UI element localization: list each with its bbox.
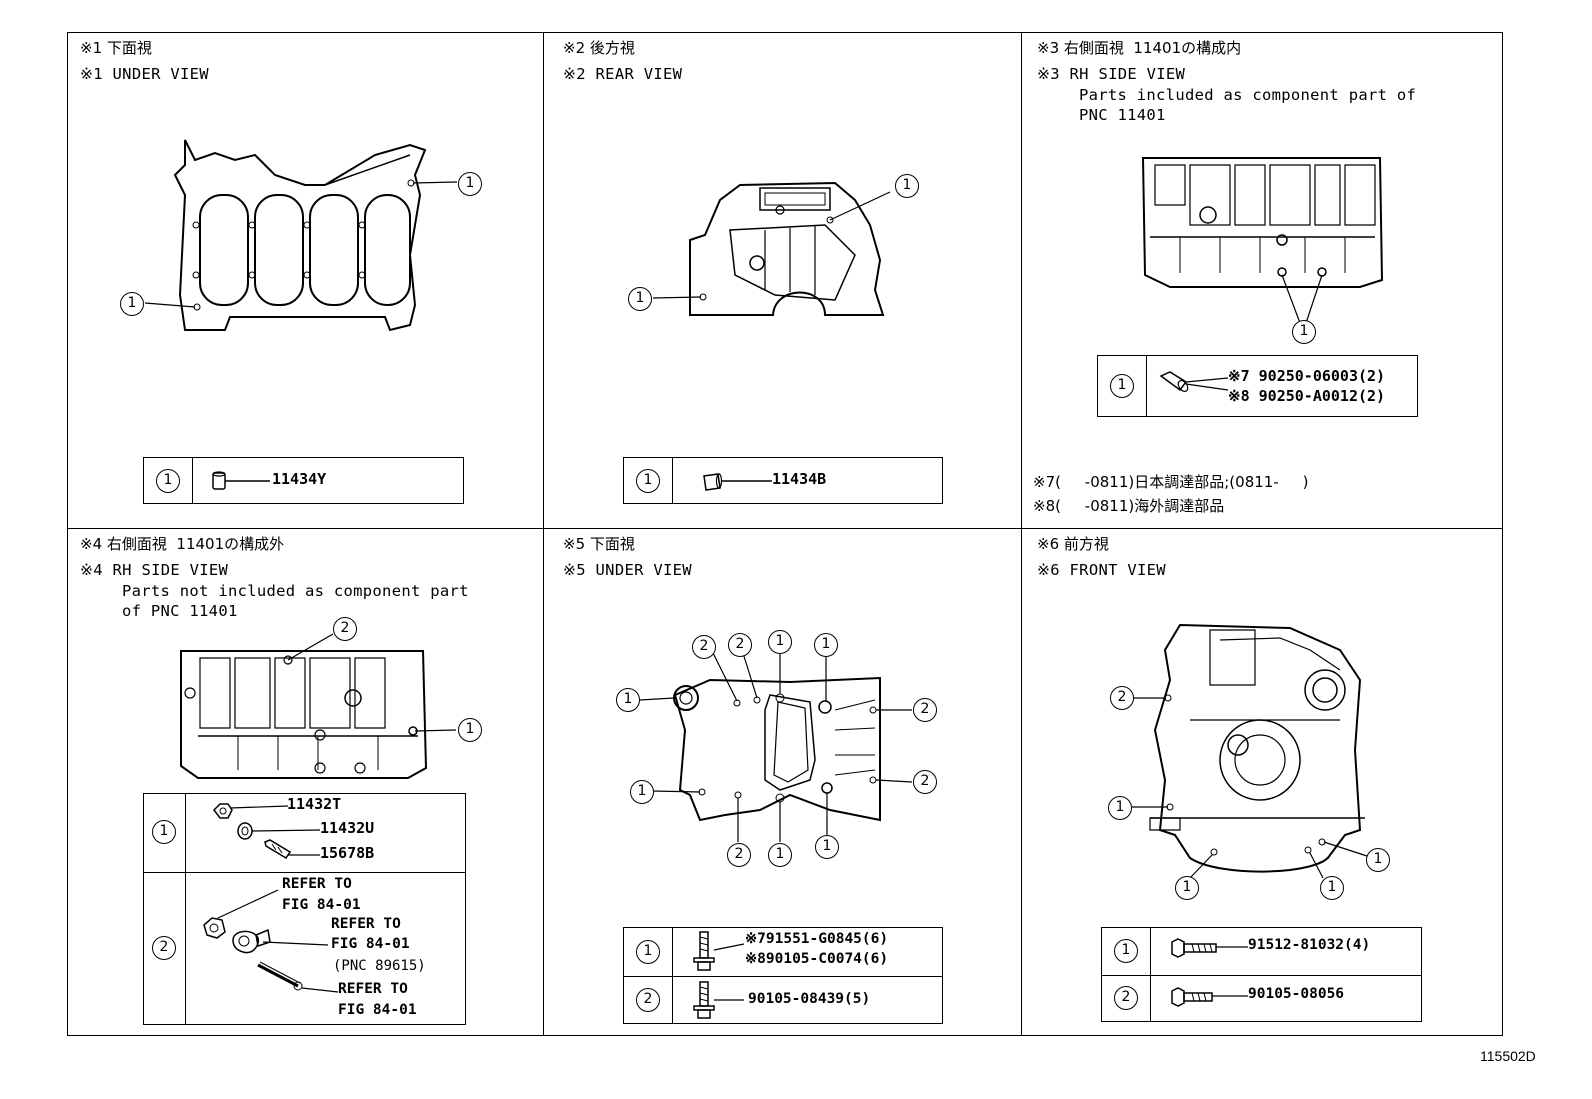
panel3-title-jp: ※3 右側面視 11401の構成内 (1037, 39, 1242, 57)
panel2-title-jp: ※2 後方視 (563, 39, 635, 57)
panel5-table-callout-1: 1 (636, 940, 660, 964)
panel4-part-11432U: 11432U (320, 819, 375, 837)
panel5-title-en: ※5 UNDER VIEW (563, 561, 692, 579)
panel4-refer1-line1: REFER TO (282, 876, 352, 892)
panel5-callout-2a: 2 (692, 635, 716, 659)
panel4-refer2-line3: (PNC 89615) (333, 958, 426, 974)
panel5-title-jp: ※5 下面視 (563, 535, 635, 553)
panel6-part-number-b: 90105-08056 (1248, 986, 1345, 1002)
panel5-table-callout-2: 2 (636, 988, 660, 1012)
divider-horizontal (67, 528, 1503, 529)
panel5-part-number-a: ※791551-G0845(6) (745, 931, 889, 947)
panel6-callout-1a: 1 (1108, 796, 1132, 820)
panel4-parts-table (143, 793, 466, 1025)
panel3-footnote-7: ※7( -0811)日本調達部品;(0811- ) (1033, 473, 1309, 491)
panel6-title-en: ※6 FRONT VIEW (1037, 561, 1166, 579)
panel3-table-callout-1: 1 (1110, 374, 1134, 398)
plug-icon (210, 470, 270, 492)
panel1-part-number: 11434Y (272, 470, 327, 488)
panel1-title-jp: ※1 下面視 (80, 39, 152, 57)
panel2-callout-1a: 1 (895, 174, 919, 198)
panel2-table-callout-1: 1 (636, 469, 660, 493)
hex-bolt-icon-1 (1168, 936, 1248, 960)
panel2-part-number: 11434B (772, 470, 827, 488)
panel4-title-jp: ※4 右側面視 11401の構成外 (80, 535, 285, 553)
panel2-engine-rear-drawing (685, 180, 885, 318)
panel5-callout-1d: 1 (630, 780, 654, 804)
panel5-callout-2d: 2 (913, 770, 937, 794)
panel4-row2-parts-icons (198, 880, 348, 1005)
panel1-callout-1a: 1 (458, 172, 482, 196)
panel6-engine-front-drawing (1150, 620, 1365, 890)
panel3-description-line1: Parts included as component part of (1079, 86, 1417, 104)
panel4-row1-parts-icons (210, 800, 320, 870)
panel6-parts-table (1101, 927, 1422, 1022)
panel5-engine-under-drawing (670, 670, 885, 830)
panel5-callout-2b: 2 (728, 633, 752, 657)
panel5-callout-2e: 2 (727, 843, 751, 867)
cylinder-plug-icon (700, 472, 772, 492)
panel6-title-jp: ※6 前方視 (1037, 535, 1109, 553)
panel4-table-callout-1: 1 (152, 820, 176, 844)
panel5-part-number-c: 90105-08439(5) (748, 991, 871, 1007)
panel3-part-number-b: ※8 90250-A0012(2) (1228, 387, 1386, 405)
hex-bolt-icon-2 (1168, 985, 1248, 1009)
panel5-callout-1e: 1 (768, 843, 792, 867)
panel5-callout-1c: 1 (616, 688, 640, 712)
panel4-refer1-line2: FIG 84-01 (282, 897, 361, 913)
panel5-callout-1a: 1 (768, 630, 792, 654)
panel5-part-number-b: ※890105-C0074(6) (745, 951, 889, 967)
panel6-callout-1d: 1 (1320, 876, 1344, 900)
panel6-part-number-a: 91512-81032(4) (1248, 937, 1371, 953)
panel5-parts-table (623, 927, 943, 1024)
panel4-refer2-line1: REFER TO (331, 916, 401, 932)
panel3-description-line2: PNC 11401 (1079, 106, 1166, 124)
panel5-callout-1f: 1 (815, 835, 839, 859)
panel5-callout-2c: 2 (913, 698, 937, 722)
panel4-part-15678B: 15678B (320, 844, 375, 862)
drawing-frame (67, 32, 1503, 1036)
panel6-table-callout-2: 2 (1114, 986, 1138, 1010)
flange-bolt-icon-2 (692, 980, 752, 1024)
panel6-callout-1c: 1 (1175, 876, 1199, 900)
panel1-engine-block-drawing (175, 135, 435, 335)
panel4-description-line2: of PNC 11401 (122, 602, 238, 620)
flange-bolt-icon-1 (692, 930, 752, 974)
panel1-title-en: ※1 UNDER VIEW (80, 65, 209, 83)
panel4-refer2-line2: FIG 84-01 (331, 936, 410, 952)
panel4-refer3-line1: REFER TO (338, 981, 408, 997)
panel4-description-line1: Parts not included as component part (122, 582, 469, 600)
panel1-callout-1b: 1 (120, 292, 144, 316)
figure-code: 115502D (1480, 1048, 1536, 1064)
panel1-parts-table (143, 457, 464, 504)
divider-vertical-2 (1021, 32, 1022, 1036)
panel4-table-callout-2: 2 (152, 936, 176, 960)
panel6-table-callout-1: 1 (1114, 939, 1138, 963)
panel2-parts-table (623, 457, 943, 504)
panel2-callout-1b: 1 (628, 287, 652, 311)
panel3-title-en: ※3 RH SIDE VIEW (1037, 65, 1186, 83)
panel3-engine-side-drawing (1140, 155, 1385, 290)
dowel-pin-icon (1158, 370, 1228, 394)
panel5-callout-1b: 1 (814, 633, 838, 657)
panel4-part-11432T: 11432T (287, 795, 342, 813)
panel4-refer3-line2: FIG 84-01 (338, 1002, 417, 1018)
panel4-title-en: ※4 RH SIDE VIEW (80, 561, 229, 579)
panel6-callout-1b: 1 (1366, 848, 1390, 872)
panel3-parts-table (1097, 355, 1418, 417)
panel4-engine-side-drawing (178, 648, 428, 783)
panel3-callout-1: 1 (1292, 320, 1316, 344)
panel2-title-en: ※2 REAR VIEW (563, 65, 683, 83)
panel6-callout-2: 2 (1110, 686, 1134, 710)
divider-vertical-1 (543, 32, 544, 1036)
panel1-table-callout-1: 1 (156, 469, 180, 493)
panel4-callout-1: 1 (458, 718, 482, 742)
panel3-part-number-a: ※7 90250-06003(2) (1228, 367, 1386, 385)
panel3-footnote-8: ※8( -0811)海外調達部品 (1033, 497, 1225, 515)
panel4-callout-2: 2 (333, 617, 357, 641)
